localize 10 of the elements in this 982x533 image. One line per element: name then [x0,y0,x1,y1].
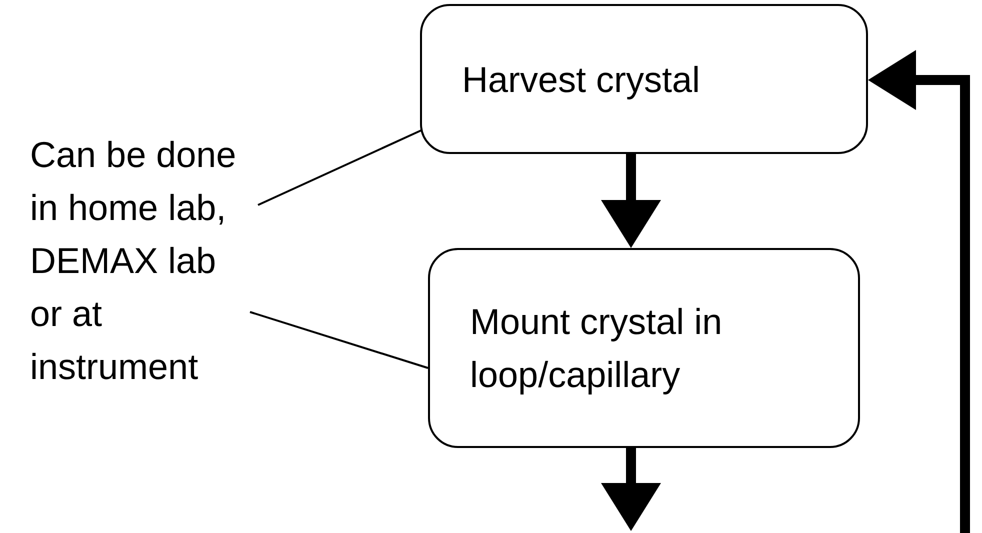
leader-line [258,129,422,206]
arrow [601,154,661,248]
step-label: Mount crystal in loop/capillary [470,300,724,397]
arrow [868,50,970,533]
note-text: Can be done in home lab, DEMAX lab or at instrument [30,125,252,395]
step-label: Harvest crystal [462,58,700,102]
process-box [428,248,860,448]
arrow [601,448,661,531]
leader-line [250,311,428,369]
process-box [420,4,868,154]
